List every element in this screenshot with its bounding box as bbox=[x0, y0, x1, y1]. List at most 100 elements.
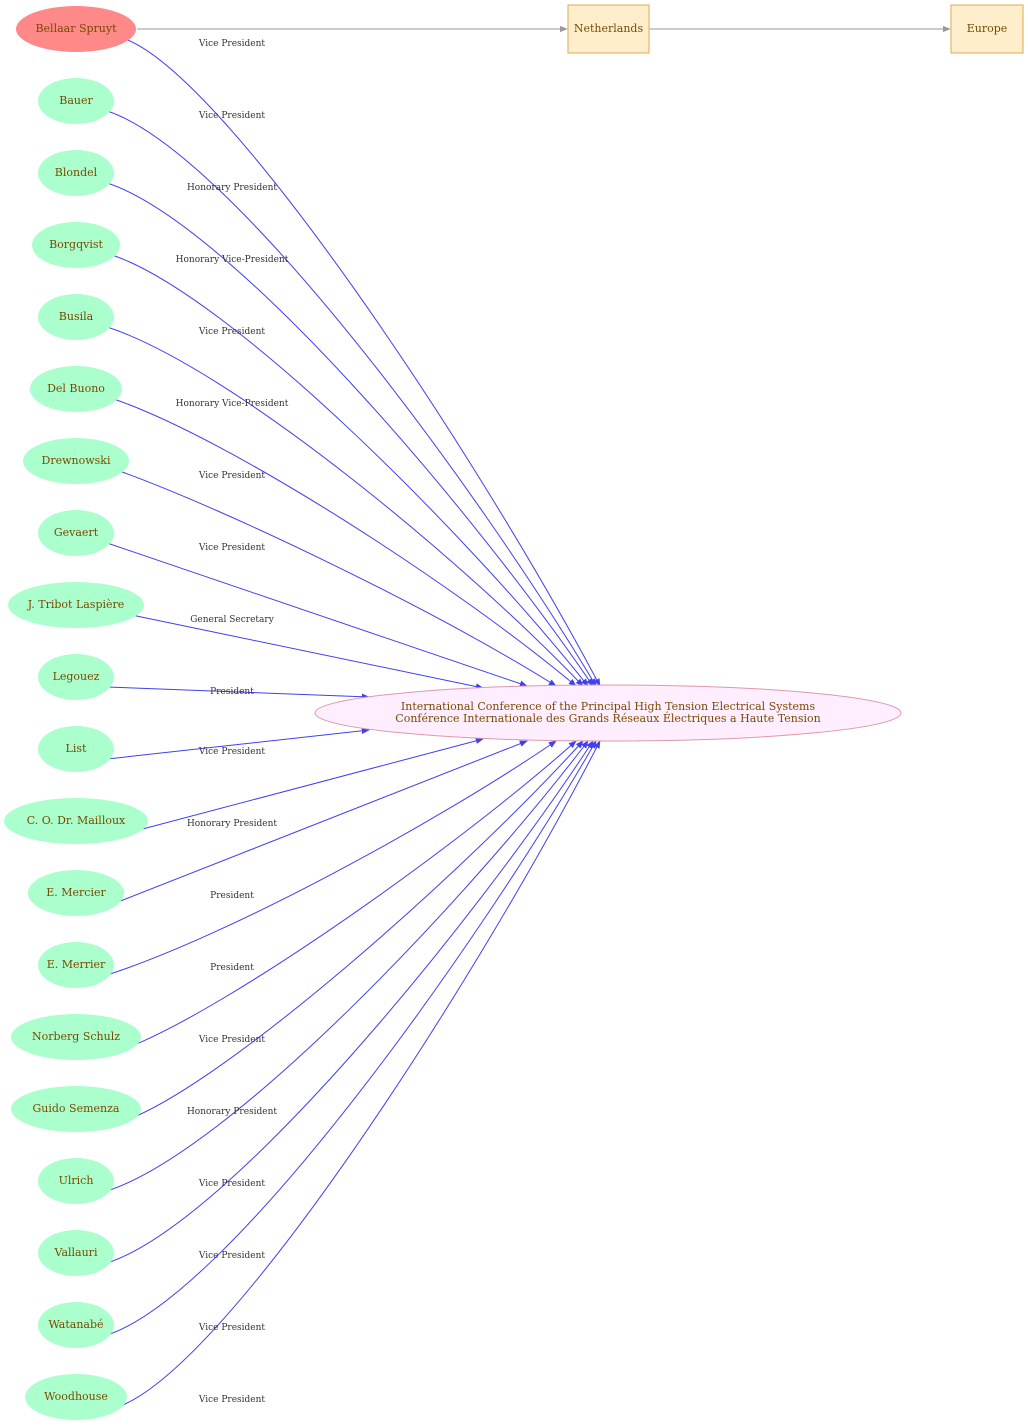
person-shape bbox=[38, 654, 114, 700]
role-edge-list bbox=[107, 727, 370, 760]
person-name: List bbox=[66, 742, 87, 755]
role-edge-ulrich bbox=[107, 740, 589, 1192]
person-name: Watanabé bbox=[48, 1318, 103, 1331]
person-shape bbox=[8, 582, 144, 628]
person-shape bbox=[38, 726, 114, 772]
person-node-guido-semenza[interactable]: Guido Semenza bbox=[11, 1086, 141, 1132]
person-name: Norberg Schulz bbox=[32, 1030, 120, 1043]
role-label: Honorary President bbox=[187, 1107, 277, 1117]
role-label: Vice President bbox=[198, 1035, 266, 1045]
people-layer: Bellaar SpruytBauerBlondelBorgqvistBusil… bbox=[4, 6, 148, 1420]
role-label: President bbox=[210, 687, 254, 697]
person-shape bbox=[23, 438, 129, 484]
role-label: Honorary President bbox=[187, 183, 277, 193]
person-node-bellaar-spruyt[interactable]: Bellaar Spruyt bbox=[16, 6, 136, 52]
role-edge-c-o-dr-mailloux bbox=[134, 737, 484, 832]
person-shape bbox=[32, 222, 120, 268]
role-edge-woodhouse bbox=[117, 740, 601, 1408]
person-node-j-tribot-laspiere[interactable]: J. Tribot Laspière bbox=[8, 582, 144, 628]
person-shape bbox=[38, 510, 114, 556]
person-node-watanabe[interactable]: Watanabé bbox=[38, 1302, 114, 1348]
role-edge-legouez bbox=[107, 686, 370, 700]
places-layer: Netherlands Europe bbox=[567, 4, 1024, 54]
person-name: Drewnowski bbox=[42, 454, 111, 467]
person-shape bbox=[11, 1086, 141, 1132]
person-node-e-merrier[interactable]: E. Merrier bbox=[38, 942, 114, 988]
role-edge-bauer bbox=[107, 110, 597, 687]
organization-name-fr: Conférence Internationale des Grands Rés… bbox=[395, 711, 820, 725]
place-node-netherlands[interactable]: Netherlands bbox=[567, 4, 650, 54]
person-shape bbox=[38, 1230, 114, 1276]
role-label: President bbox=[210, 963, 254, 973]
role-edge-guido-semenza bbox=[129, 740, 584, 1120]
role-label: Vice President bbox=[198, 1251, 266, 1261]
person-shape bbox=[38, 294, 114, 340]
place-label: Netherlands bbox=[574, 22, 644, 35]
role-label: Vice President bbox=[198, 1179, 266, 1189]
person-name: Bauer bbox=[59, 94, 93, 107]
person-node-drewnowski[interactable]: Drewnowski bbox=[23, 438, 129, 484]
person-name: Borgqvist bbox=[49, 238, 103, 251]
role-edge-j-tribot-laspiere bbox=[131, 614, 484, 690]
role-edge-e-merrier bbox=[107, 740, 557, 976]
role-edge-watanabe bbox=[107, 740, 597, 1336]
person-shape bbox=[38, 1158, 114, 1204]
person-name: Vallauri bbox=[54, 1246, 98, 1259]
role-label: Vice President bbox=[198, 471, 266, 481]
person-name: Gevaert bbox=[54, 526, 99, 539]
role-label: Vice President bbox=[198, 1323, 266, 1333]
role-edge-drewnowski bbox=[119, 470, 557, 687]
role-label: Vice President bbox=[198, 111, 266, 121]
person-name: Blondel bbox=[55, 166, 98, 179]
person-node-norberg-schulz[interactable]: Norberg Schulz bbox=[11, 1014, 141, 1060]
person-node-vallauri[interactable]: Vallauri bbox=[38, 1230, 114, 1276]
organization-node[interactable]: International Conference of the Principa… bbox=[314, 684, 902, 742]
person-name: Legouez bbox=[53, 670, 100, 683]
person-name: C. O. Dr. Mailloux bbox=[27, 814, 126, 827]
role-edge-gevaert bbox=[106, 542, 528, 687]
person-shape bbox=[38, 78, 114, 124]
person-shape bbox=[16, 6, 136, 52]
role-edge-borgqvist bbox=[111, 254, 589, 687]
person-name: E. Merrier bbox=[47, 958, 106, 971]
person-name: Woodhouse bbox=[44, 1390, 108, 1403]
person-node-list[interactable]: List bbox=[38, 726, 114, 772]
person-node-c-o-dr-mailloux[interactable]: C. O. Dr. Mailloux bbox=[4, 798, 148, 844]
person-node-del-buono[interactable]: Del Buono bbox=[30, 366, 122, 412]
person-node-borgqvist[interactable]: Borgqvist bbox=[32, 222, 120, 268]
person-name: E. Mercier bbox=[46, 886, 106, 899]
place-node-europe[interactable]: Europe bbox=[950, 4, 1024, 54]
person-shape bbox=[28, 870, 124, 916]
person-node-legouez[interactable]: Legouez bbox=[38, 654, 114, 700]
role-edge-blondel bbox=[107, 182, 594, 687]
person-shape bbox=[11, 1014, 141, 1060]
person-name: J. Tribot Laspière bbox=[27, 598, 125, 611]
person-name: Guido Semenza bbox=[33, 1102, 120, 1115]
person-name: Ulrich bbox=[59, 1174, 94, 1187]
edges-layer bbox=[106, 38, 601, 1408]
role-label: Vice President bbox=[198, 39, 266, 49]
person-shape bbox=[30, 366, 122, 412]
role-label: Vice President bbox=[198, 1395, 266, 1405]
role-label: Vice President bbox=[198, 327, 266, 337]
person-node-woodhouse[interactable]: Woodhouse bbox=[25, 1374, 127, 1420]
person-node-gevaert[interactable]: Gevaert bbox=[38, 510, 114, 556]
person-shape bbox=[38, 150, 114, 196]
organization-name-en: International Conference of the Principa… bbox=[401, 700, 816, 713]
person-shape bbox=[4, 798, 148, 844]
person-name: Del Buono bbox=[47, 382, 105, 395]
role-label: General Secretary bbox=[190, 615, 274, 625]
person-shape bbox=[38, 1302, 114, 1348]
person-node-blondel[interactable]: Blondel bbox=[38, 150, 114, 196]
role-edge-del-buono bbox=[113, 398, 577, 687]
person-node-ulrich[interactable]: Ulrich bbox=[38, 1158, 114, 1204]
person-shape bbox=[38, 942, 114, 988]
person-node-e-mercier[interactable]: E. Mercier bbox=[28, 870, 124, 916]
role-label: Vice President bbox=[198, 747, 266, 757]
person-node-bauer[interactable]: Bauer bbox=[38, 78, 114, 124]
person-node-busila[interactable]: Busila bbox=[38, 294, 114, 340]
role-label: President bbox=[210, 891, 254, 901]
role-edge-e-mercier bbox=[115, 740, 528, 904]
